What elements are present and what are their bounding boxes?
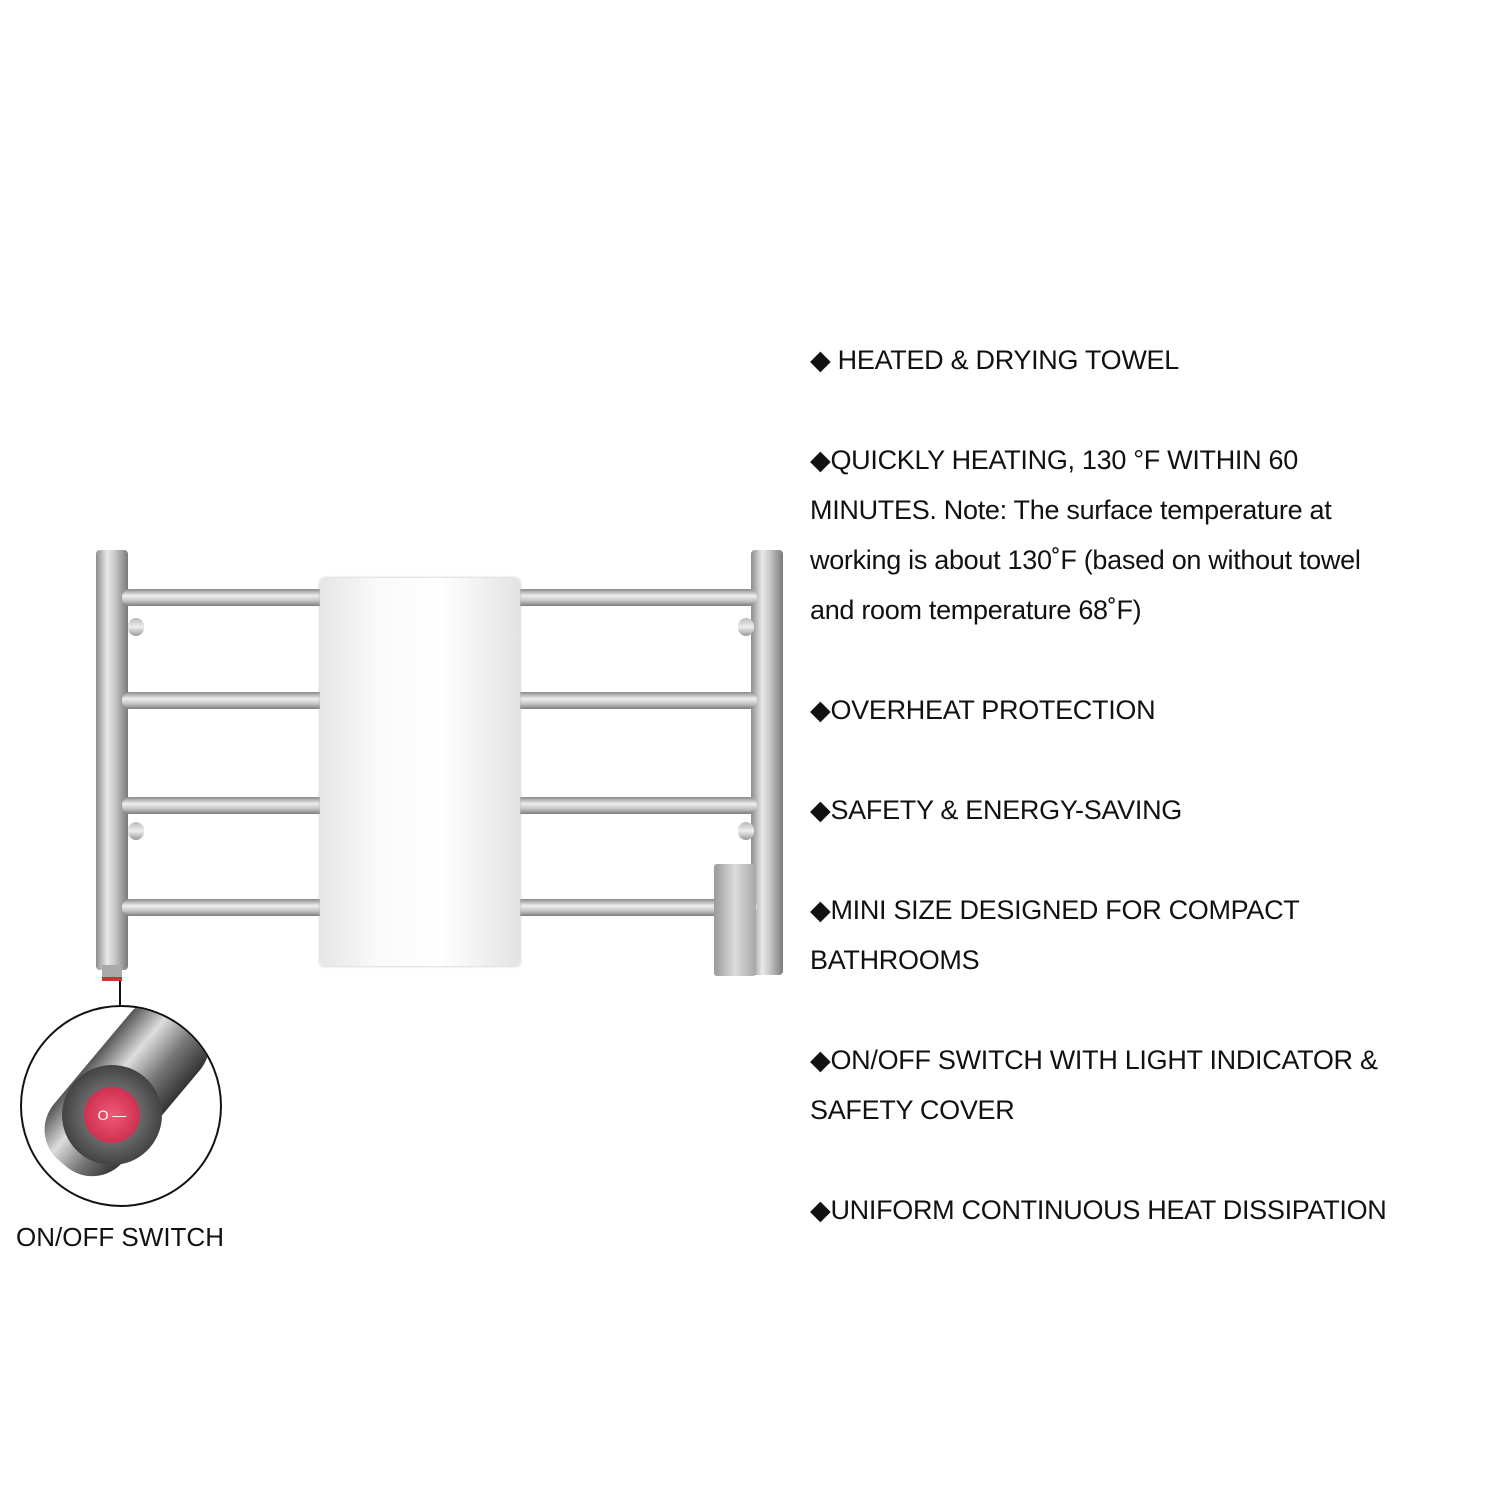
- feature-quick-heating: MINUTES. Note: The surface temperature a…: [810, 495, 1332, 525]
- feature-quick-heating: ◆QUICKLY HEATING, 130 °F WITHIN 60: [810, 445, 1298, 475]
- switch-end-cap: [102, 965, 122, 981]
- power-box: [714, 864, 756, 976]
- left-post: [96, 550, 128, 970]
- switch-label: ON/OFF SWITCH: [16, 1222, 224, 1252]
- wall-mount-stub: [128, 822, 144, 840]
- rocker-switch-icon: O —: [84, 1087, 140, 1143]
- feature-quick-heating: working is about 130˚F (based on without…: [810, 545, 1361, 575]
- feature-uniform-heat: ◆UNIFORM CONTINUOUS HEAT DISSIPATION: [810, 1195, 1387, 1225]
- feature-safety: ◆SAFETY & ENERGY-SAVING: [810, 795, 1182, 825]
- switch-zoom-circle: O —: [20, 1005, 222, 1207]
- feature-switch: ◆ON/OFF SWITCH WITH LIGHT INDICATOR &: [810, 1045, 1378, 1075]
- feature-heated-drying: ◆ HEATED & DRYING TOWEL: [810, 345, 1179, 375]
- feature-overheat: ◆OVERHEAT PROTECTION: [810, 695, 1156, 725]
- wall-mount-stub: [738, 618, 754, 636]
- feature-switch: SAFETY COVER: [810, 1095, 1015, 1125]
- feature-mini-size: ◆MINI SIZE DESIGNED FOR COMPACT: [810, 895, 1300, 925]
- feature-mini-size: BATHROOMS: [810, 945, 980, 975]
- feature-quick-heating: and room temperature 68˚F): [810, 595, 1142, 625]
- wall-mount-stub: [738, 822, 754, 840]
- callout-line: [119, 981, 121, 1006]
- wall-mount-stub: [128, 618, 144, 636]
- towel: [320, 578, 520, 966]
